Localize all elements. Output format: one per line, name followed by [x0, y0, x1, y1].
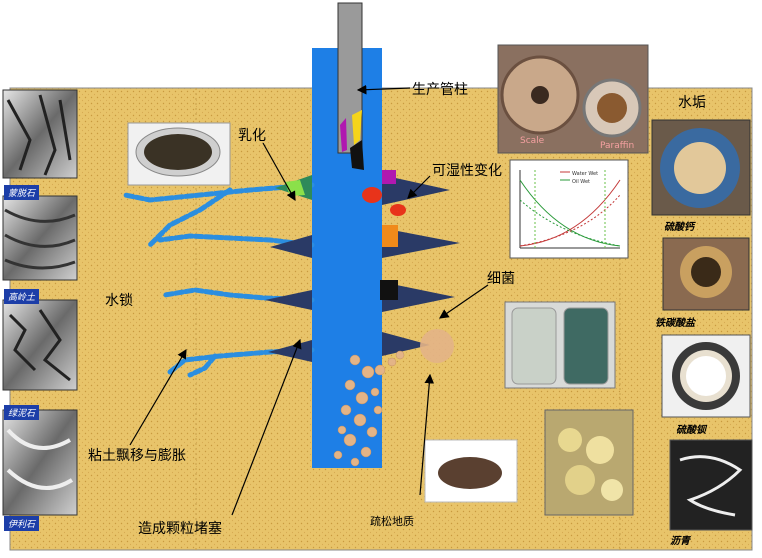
paraffin-word: Paraffin: [600, 141, 634, 151]
iron-carbonate-caption: 铁碳酸盐: [655, 318, 695, 329]
illite-chip: 伊利石: [4, 516, 40, 531]
barium-sulfate-caption: 硫酸钡: [676, 425, 706, 436]
perforation-right-4: [382, 332, 430, 356]
asphalt-photo: [669, 439, 753, 531]
scale-photos: [651, 119, 753, 531]
wettability-change-label: 可湿性变化: [432, 163, 502, 179]
wettability-chart: Water Wet Oil Wet: [509, 159, 629, 259]
legend-oil-wet: Oil Wet: [572, 179, 590, 185]
perforation-left-3: [265, 290, 312, 310]
bacteria-jars-photo: [504, 301, 616, 389]
sand-particles: [333, 350, 405, 467]
chlorite-chip: 绿泥石: [4, 405, 40, 420]
oil-droplet-2: [390, 204, 406, 216]
perforation-left-2: [270, 235, 312, 258]
asphaltene-plug: [380, 280, 398, 300]
arrow-clay-migration: [129, 348, 187, 446]
production-string-label: 生产管柱: [412, 82, 468, 98]
clay-mineral-images: [2, 89, 78, 516]
wettability-marker: [382, 170, 396, 184]
arrow-emulsification: [262, 142, 296, 202]
montmorillonite-chip: 蒙脱石: [4, 185, 40, 200]
bacteria-label: 细菌: [487, 271, 515, 287]
emulsification-label: 乳化: [238, 128, 266, 144]
loose-formation-photo: [544, 409, 634, 516]
oil-droplet: [362, 187, 382, 203]
arrow-bacteria: [439, 284, 489, 319]
asphaltene-deposit: [350, 140, 364, 170]
arrow-production-string: [356, 84, 411, 95]
bacteria-colony: [420, 329, 454, 363]
arrows: [129, 84, 489, 516]
perforation-right-2: [382, 228, 460, 258]
scale-deposit: [352, 110, 362, 145]
powder-photo: [424, 439, 518, 503]
paraffin-deposit: [340, 118, 347, 152]
wettability-zone: [382, 225, 398, 247]
scale-label: 水垢: [678, 95, 706, 111]
legend-water-wet: Water Wet: [572, 171, 598, 177]
scale-paraffin-photo: Scale Paraffin: [497, 44, 649, 154]
calcium-sulfate-caption: 硫酸钙: [664, 222, 694, 233]
clay-migration-label: 粘土飘移与膨胀: [88, 448, 186, 464]
asphalt-caption: 沥青: [670, 536, 690, 547]
emulsion-photo: [127, 122, 231, 186]
arrow-particle-plugging: [231, 338, 302, 516]
arrow-loose-formation: [419, 373, 435, 496]
illite-image: [2, 409, 78, 516]
particle-plugging-label: 造成颗粒堵塞: [138, 521, 222, 537]
arrow-wettability: [407, 175, 431, 199]
perforation-right-3: [382, 282, 455, 312]
loose-formation-label: 疏松地质: [370, 515, 414, 528]
kaolinite-chip: 高岭土: [4, 289, 40, 304]
scale-word: Scale: [520, 136, 545, 146]
water-lock-label: 水锁: [105, 293, 133, 309]
